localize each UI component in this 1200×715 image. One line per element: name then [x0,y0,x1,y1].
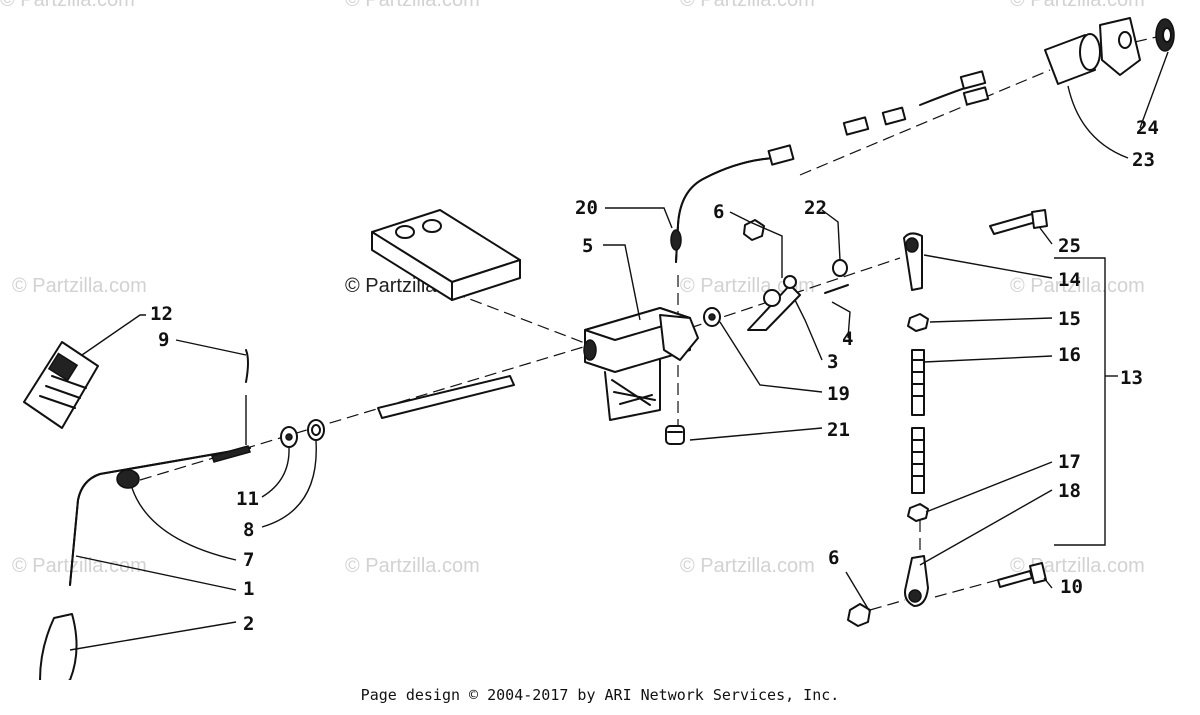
watermark: © Partzilla.com [0,0,135,11]
callout-23: 23 [1132,149,1155,171]
callout-12: 12 [150,303,173,325]
callout-3: 3 [827,351,838,373]
callout-10: 10 [1060,576,1083,598]
fastener-parts [665,219,849,445]
mount-bracket-part [371,209,521,301]
callout-22: 22 [804,197,827,219]
switch-housing-part [583,307,699,421]
watermark: © Partzilla.com [12,275,147,297]
grip-part [39,613,78,680]
decal-part [23,341,99,429]
switch-part [1044,17,1175,85]
watermark: © Partzilla.com [345,0,480,11]
watermark: © Partzilla.com [1010,0,1145,11]
shift-lever-part [69,349,251,586]
watermark: © Partzilla.com [345,555,480,577]
callout-19: 19 [827,383,850,405]
callout-15: 15 [1058,308,1081,330]
watermark: © Partzilla.com [680,275,815,297]
callout-9: 9 [158,329,169,351]
copyright-footer: Page design © 2004-2017 by ARI Network S… [360,686,840,704]
washer-parts [280,419,325,448]
callout-2: 2 [243,613,254,635]
shaft-part [377,375,515,419]
exploded-parts-diagram: © Partzilla.com © Partzilla.com © Partzi… [0,0,1175,680]
callout-11: 11 [236,488,259,510]
callout-14: 14 [1058,269,1081,291]
callout-6b: 6 [828,547,839,569]
watermark: © Partzilla.com [680,555,815,577]
callout-24: 24 [1136,117,1159,139]
callout-25: 25 [1058,235,1081,257]
watermark: © Partzilla.com [680,0,815,11]
callout-16: 16 [1058,344,1081,366]
callout-21: 21 [827,419,850,441]
callout-6a: 6 [713,201,724,223]
callout-7: 7 [243,549,254,571]
callout-13: 13 [1120,367,1143,389]
callout-5: 5 [582,235,593,257]
callout-18: 18 [1058,480,1081,502]
wire-harness-part [670,70,990,263]
watermark: © Partzilla.com [1010,275,1145,297]
callout-4: 4 [842,328,853,350]
callout-20: 20 [575,197,598,219]
callout-8: 8 [243,519,254,541]
callout-17: 17 [1058,451,1081,473]
callout-1: 1 [243,578,254,600]
watermark-layer: © Partzilla.com © Partzilla.com © Partzi… [0,0,1145,577]
leader-lines [69,51,1169,651]
watermark: © Partzilla.com [12,555,147,577]
callout-labels: 1 2 3 4 5 6 6 7 8 9 10 11 12 13 14 15 16… [150,117,1159,635]
